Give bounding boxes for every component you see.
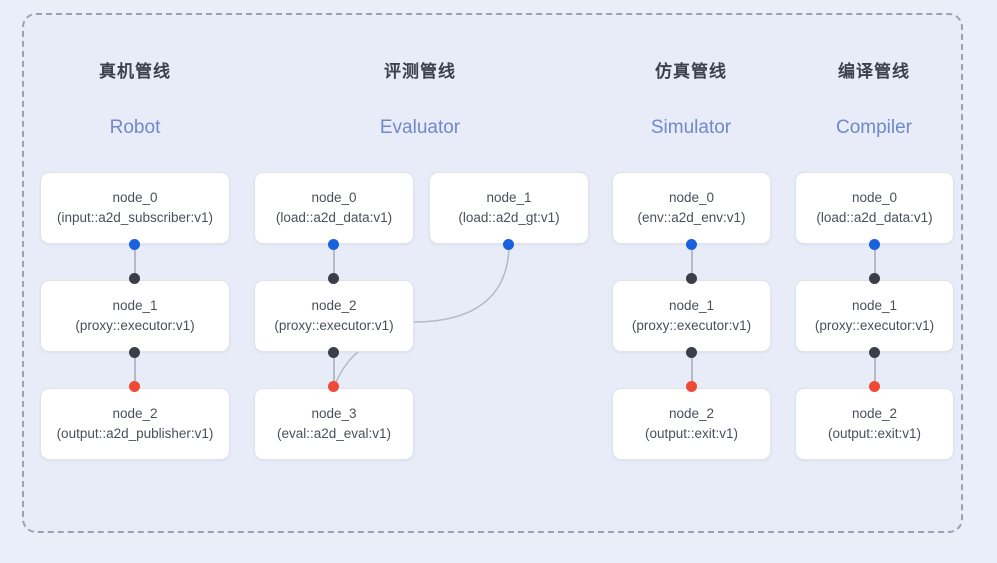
node-simulator-0[interactable]: node_0 (env::a2d_env:v1) (612, 172, 771, 244)
node-name: node_1 (112, 298, 158, 314)
node-type: (proxy::executor:v1) (814, 318, 935, 333)
port-output-simulator-0[interactable] (686, 239, 697, 250)
node-type: (proxy::executor:v1) (75, 318, 195, 333)
port-input-compiler-1[interactable] (869, 273, 880, 284)
port-input-simulator-2[interactable] (686, 381, 697, 392)
node-compiler-1[interactable]: node_1 (proxy::executor:v1) (795, 280, 954, 352)
node-evaluator-1[interactable]: node_1 (load::a2d_gt:v1) (429, 172, 589, 244)
node-robot-0[interactable]: node_0 (input::a2d_subscriber:v1) (40, 172, 230, 244)
port-output-evaluator-2[interactable] (328, 347, 339, 358)
node-name: node_1 (851, 298, 898, 314)
port-output-robot-0[interactable] (129, 239, 140, 250)
node-name: node_3 (311, 406, 357, 422)
node-robot-2[interactable]: node_2 (output::a2d_publisher:v1) (40, 388, 230, 460)
node-type: (output::exit:v1) (644, 426, 739, 441)
port-output-robot-1[interactable] (129, 347, 140, 358)
link-evaluator-0-2 (333, 244, 335, 279)
node-type: (load::a2d_data:v1) (816, 210, 933, 225)
node-type: (env::a2d_env:v1) (637, 210, 746, 225)
link-compiler-0-1 (874, 244, 876, 279)
node-evaluator-0[interactable]: node_0 (load::a2d_data:v1) (254, 172, 414, 244)
port-input-simulator-1[interactable] (686, 273, 697, 284)
node-evaluator-2[interactable]: node_2 (proxy::executor:v1) (254, 280, 414, 352)
node-name: node_0 (112, 190, 158, 206)
port-input-robot-2[interactable] (129, 381, 140, 392)
node-name: node_0 (668, 190, 715, 206)
link-compiler-1-2 (874, 352, 876, 387)
node-type: (proxy::executor:v1) (631, 318, 752, 333)
link-robot-1-2 (134, 352, 136, 387)
link-robot-0-1 (134, 244, 136, 279)
port-output-compiler-1[interactable] (869, 347, 880, 358)
port-input-evaluator-3[interactable] (328, 381, 339, 392)
node-type: (proxy::executor:v1) (274, 318, 394, 333)
node-name: node_2 (311, 298, 357, 314)
node-type: (eval::a2d_eval:v1) (276, 426, 392, 441)
port-output-evaluator-1[interactable] (503, 239, 514, 250)
node-type: (output::exit:v1) (827, 426, 922, 441)
port-output-simulator-1[interactable] (686, 347, 697, 358)
node-name: node_0 (851, 190, 898, 206)
node-name: node_0 (311, 190, 357, 206)
port-output-evaluator-0[interactable] (328, 239, 339, 250)
port-input-evaluator-2[interactable] (328, 273, 339, 284)
port-input-robot-1[interactable] (129, 273, 140, 284)
node-name: node_1 (486, 190, 532, 206)
link-simulator-1-2 (691, 352, 693, 387)
port-input-compiler-2[interactable] (869, 381, 880, 392)
node-type: (output::a2d_publisher:v1) (56, 426, 214, 441)
node-name: node_2 (668, 406, 715, 422)
node-robot-1[interactable]: node_1 (proxy::executor:v1) (40, 280, 230, 352)
link-simulator-0-1 (691, 244, 693, 279)
node-simulator-1[interactable]: node_1 (proxy::executor:v1) (612, 280, 771, 352)
node-name: node_1 (668, 298, 715, 314)
node-type: (load::a2d_gt:v1) (458, 210, 560, 225)
node-type: (load::a2d_data:v1) (275, 210, 393, 225)
port-output-compiler-0[interactable] (869, 239, 880, 250)
node-evaluator-3[interactable]: node_3 (eval::a2d_eval:v1) (254, 388, 414, 460)
node-name: node_2 (851, 406, 898, 422)
node-simulator-2[interactable]: node_2 (output::exit:v1) (612, 388, 771, 460)
node-type: (input::a2d_subscriber:v1) (56, 210, 214, 225)
node-name: node_2 (112, 406, 158, 422)
node-compiler-0[interactable]: node_0 (load::a2d_data:v1) (795, 172, 954, 244)
node-compiler-2[interactable]: node_2 (output::exit:v1) (795, 388, 954, 460)
